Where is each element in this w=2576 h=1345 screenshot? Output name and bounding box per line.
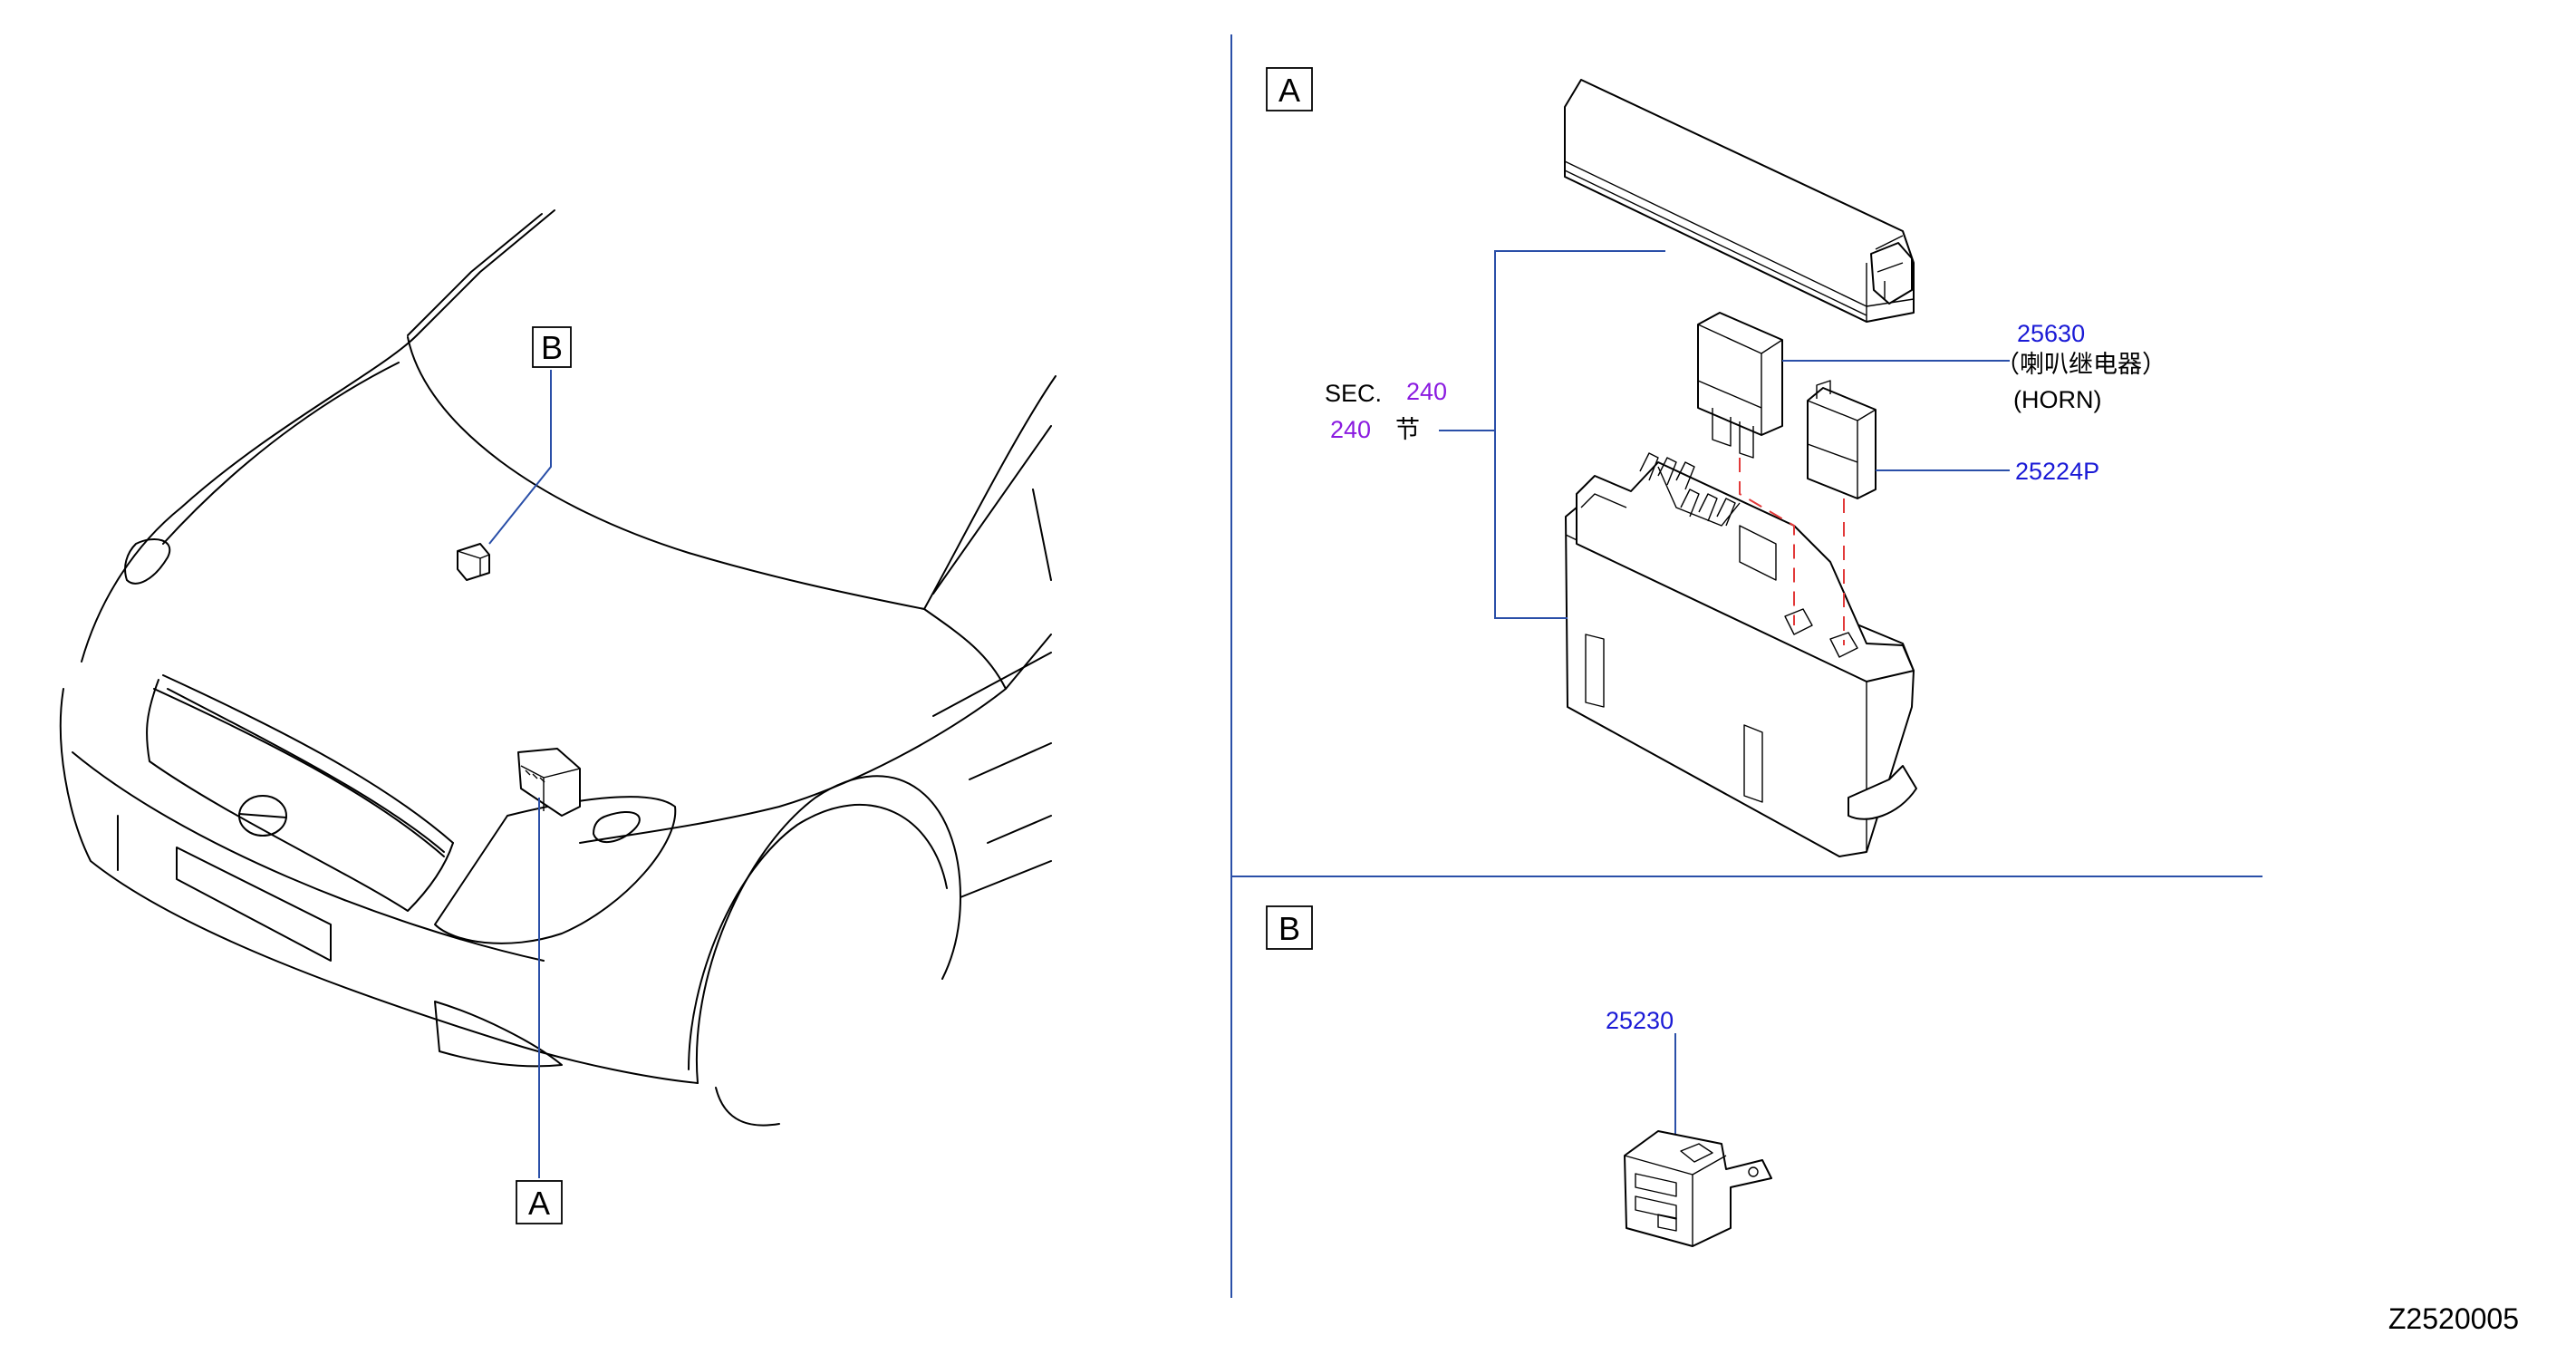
- svg-text:B: B: [541, 329, 563, 366]
- horn-relay-part-number: 25630: [2017, 320, 2085, 347]
- section-ref-suffix: 节: [1395, 416, 1420, 443]
- relay-part-number: 25224P: [2015, 458, 2099, 485]
- install-line-horn-relay: [1739, 458, 1795, 625]
- car-leader-b: [488, 370, 552, 545]
- relay-25230: [1624, 1130, 1772, 1247]
- horn-relay-name: （喇叭继电器）: [1995, 351, 2166, 378]
- section-bracket: [1439, 250, 1665, 619]
- relay-b-part-number: 25230: [1606, 1007, 1674, 1034]
- car-callout-b: B: [532, 326, 572, 368]
- fuse-box-body: [1565, 452, 1917, 857]
- horn-relay-25630: [1697, 312, 1783, 459]
- svg-text:A: A: [528, 1185, 550, 1222]
- horn-relay-note: (HORN): [2013, 386, 2101, 413]
- car-callout-a: A: [516, 1180, 563, 1224]
- panel-a-tag: A: [1266, 67, 1313, 111]
- section-ref-number: 240: [1406, 378, 1447, 405]
- drawing-id: Z2520005: [2388, 1302, 2519, 1335]
- section-ref-prefix: SEC.: [1325, 380, 1382, 407]
- panel-b-tag: B: [1266, 905, 1313, 950]
- car-front-illustration: [59, 209, 1056, 1127]
- svg-text:B: B: [1278, 910, 1300, 947]
- svg-text:A: A: [1278, 72, 1300, 109]
- fuse-box-cover: [1564, 79, 1915, 323]
- relay-25224P: [1807, 380, 1877, 499]
- section-ref-number-2: 240: [1330, 416, 1371, 443]
